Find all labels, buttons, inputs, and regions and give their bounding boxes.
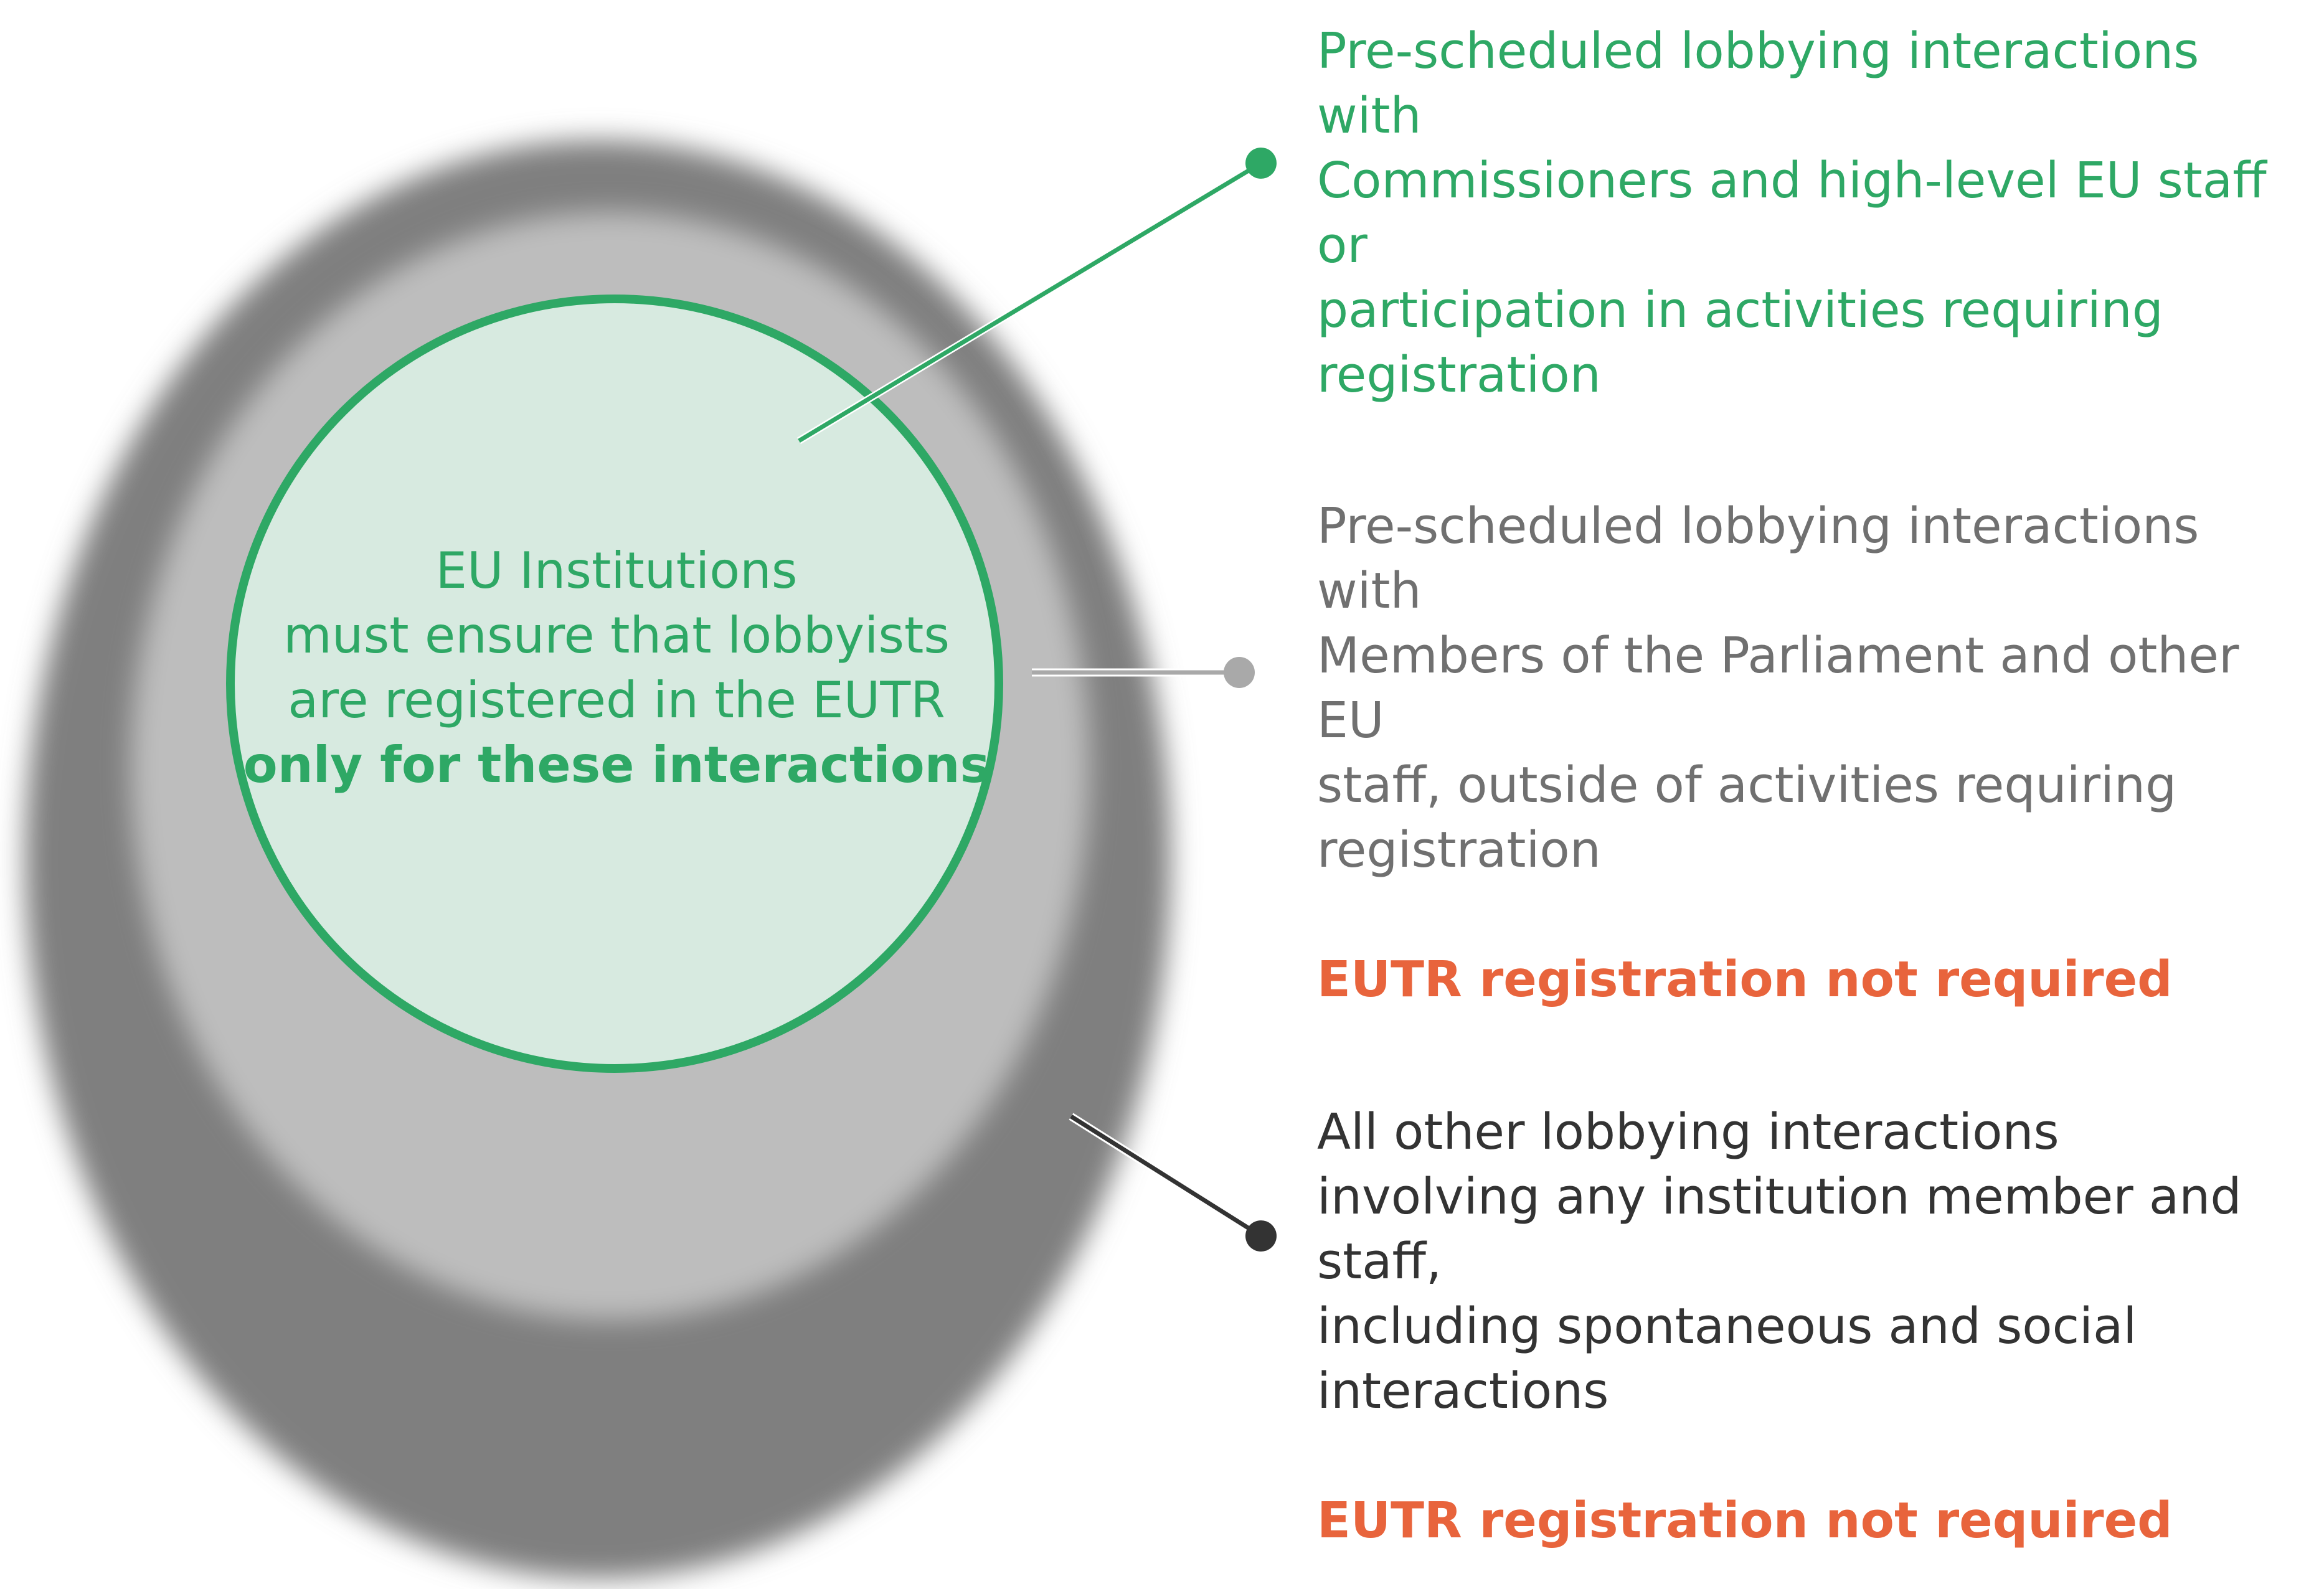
center-line-2: must ensure that lobbyists bbox=[283, 606, 950, 664]
callout-middle: Pre-scheduled lobbying interactions with… bbox=[1317, 494, 2313, 1012]
inner-circle-label: EU Institutions must ensure that lobbyis… bbox=[243, 539, 990, 798]
center-line-4: only for these interactions bbox=[243, 736, 990, 794]
callout-outer-note: EUTR registration not required bbox=[1317, 1492, 2173, 1549]
callout-inner-text: Pre-scheduled lobbying interactions with… bbox=[1317, 22, 2267, 403]
leader-dot-3 bbox=[1245, 1220, 1277, 1252]
inner-circle bbox=[226, 295, 1003, 1073]
leader-dot-1 bbox=[1245, 148, 1277, 179]
callout-middle-note: EUTR registration not required bbox=[1317, 951, 2173, 1008]
callout-inner: Pre-scheduled lobbying interactions with… bbox=[1317, 19, 2313, 407]
callout-outer: All other lobbying interactions involvin… bbox=[1317, 1100, 2313, 1553]
callout-outer-text: All other lobbying interactions involvin… bbox=[1317, 1103, 2242, 1420]
center-line-3: are registered in the EUTR bbox=[288, 671, 945, 729]
center-line-1: EU Institutions bbox=[435, 542, 798, 600]
leader-dot-2 bbox=[1224, 657, 1255, 688]
leader-line-1-stroke bbox=[798, 161, 1262, 443]
callout-middle-text: Pre-scheduled lobbying interactions with… bbox=[1317, 497, 2239, 879]
leader-line-3-stroke bbox=[1070, 1115, 1262, 1238]
